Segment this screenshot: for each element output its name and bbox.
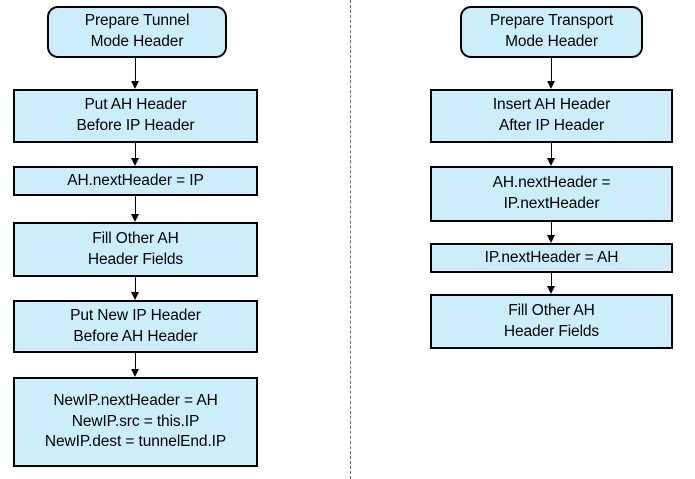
flow-arrow-tunnel-step-1-to-tunnel-step-2 <box>135 143 136 159</box>
node-label: IP.nextHeader = AH <box>484 248 619 266</box>
node-label: Fill Other AH Header Fields <box>87 229 184 268</box>
node-tunnel-step-1[interactable]: Put AH Header Before IP Header <box>13 89 258 143</box>
node-label: NewIP.nextHeader = AH NewIP.src = this.I… <box>44 392 227 451</box>
flow-arrow-tunnel-step-3-to-tunnel-step-4 <box>135 277 136 293</box>
flow-arrow-transport-step-2-to-transport-step-3 <box>551 222 552 236</box>
arrowhead-icon <box>547 286 556 294</box>
flow-arrow-transport-step-3-to-transport-step-4 <box>551 273 552 287</box>
flow-arrow-transport-start-to-transport-step-1 <box>551 58 552 82</box>
flow-arrow-tunnel-step-2-to-tunnel-step-3 <box>135 196 136 215</box>
node-label: Put AH Header Before IP Header <box>76 96 195 134</box>
arrowhead-icon <box>131 369 140 377</box>
flow-arrow-tunnel-start-to-tunnel-step-1 <box>135 58 136 82</box>
node-tunnel-step-3[interactable]: Fill Other AH Header Fields <box>13 222 258 277</box>
node-label: Insert AH Header After IP Header <box>492 96 611 134</box>
node-label: AH.nextHeader = IP <box>67 171 204 189</box>
node-tunnel-step-5[interactable]: NewIP.nextHeader = AH NewIP.src = this.I… <box>13 377 258 467</box>
arrowhead-icon <box>131 81 140 89</box>
node-tunnel-start[interactable]: Prepare Tunnel Mode Header <box>47 6 227 58</box>
node-tunnel-step-2[interactable]: AH.nextHeader = IP <box>13 166 258 196</box>
node-transport-step-1[interactable]: Insert AH Header After IP Header <box>430 89 673 143</box>
node-tunnel-step-4[interactable]: Put New IP Header Before AH Header <box>13 300 258 353</box>
column-divider <box>350 0 351 479</box>
node-transport-step-2[interactable]: AH.nextHeader = IP.nextHeader <box>430 166 673 222</box>
arrowhead-icon <box>131 158 140 166</box>
arrowhead-icon <box>131 214 140 222</box>
node-label: Put New IP Header Before AH Header <box>70 306 201 345</box>
flow-arrow-transport-step-1-to-transport-step-2 <box>551 143 552 159</box>
arrowhead-icon <box>131 292 140 300</box>
node-label: Fill Other AH Header Fields <box>503 301 600 340</box>
node-transport-step-3[interactable]: IP.nextHeader = AH <box>430 243 673 273</box>
arrowhead-icon <box>547 235 556 243</box>
node-transport-start[interactable]: Prepare Transport Mode Header <box>460 6 643 58</box>
node-label: Prepare Transport Mode Header <box>489 12 614 50</box>
arrowhead-icon <box>547 158 556 166</box>
node-label: AH.nextHeader = IP.nextHeader <box>492 174 611 212</box>
arrowhead-icon <box>547 81 556 89</box>
node-transport-step-4[interactable]: Fill Other AH Header Fields <box>430 294 673 349</box>
node-label: Prepare Tunnel Mode Header <box>84 12 190 50</box>
flow-arrow-tunnel-step-4-to-tunnel-step-5 <box>135 353 136 370</box>
